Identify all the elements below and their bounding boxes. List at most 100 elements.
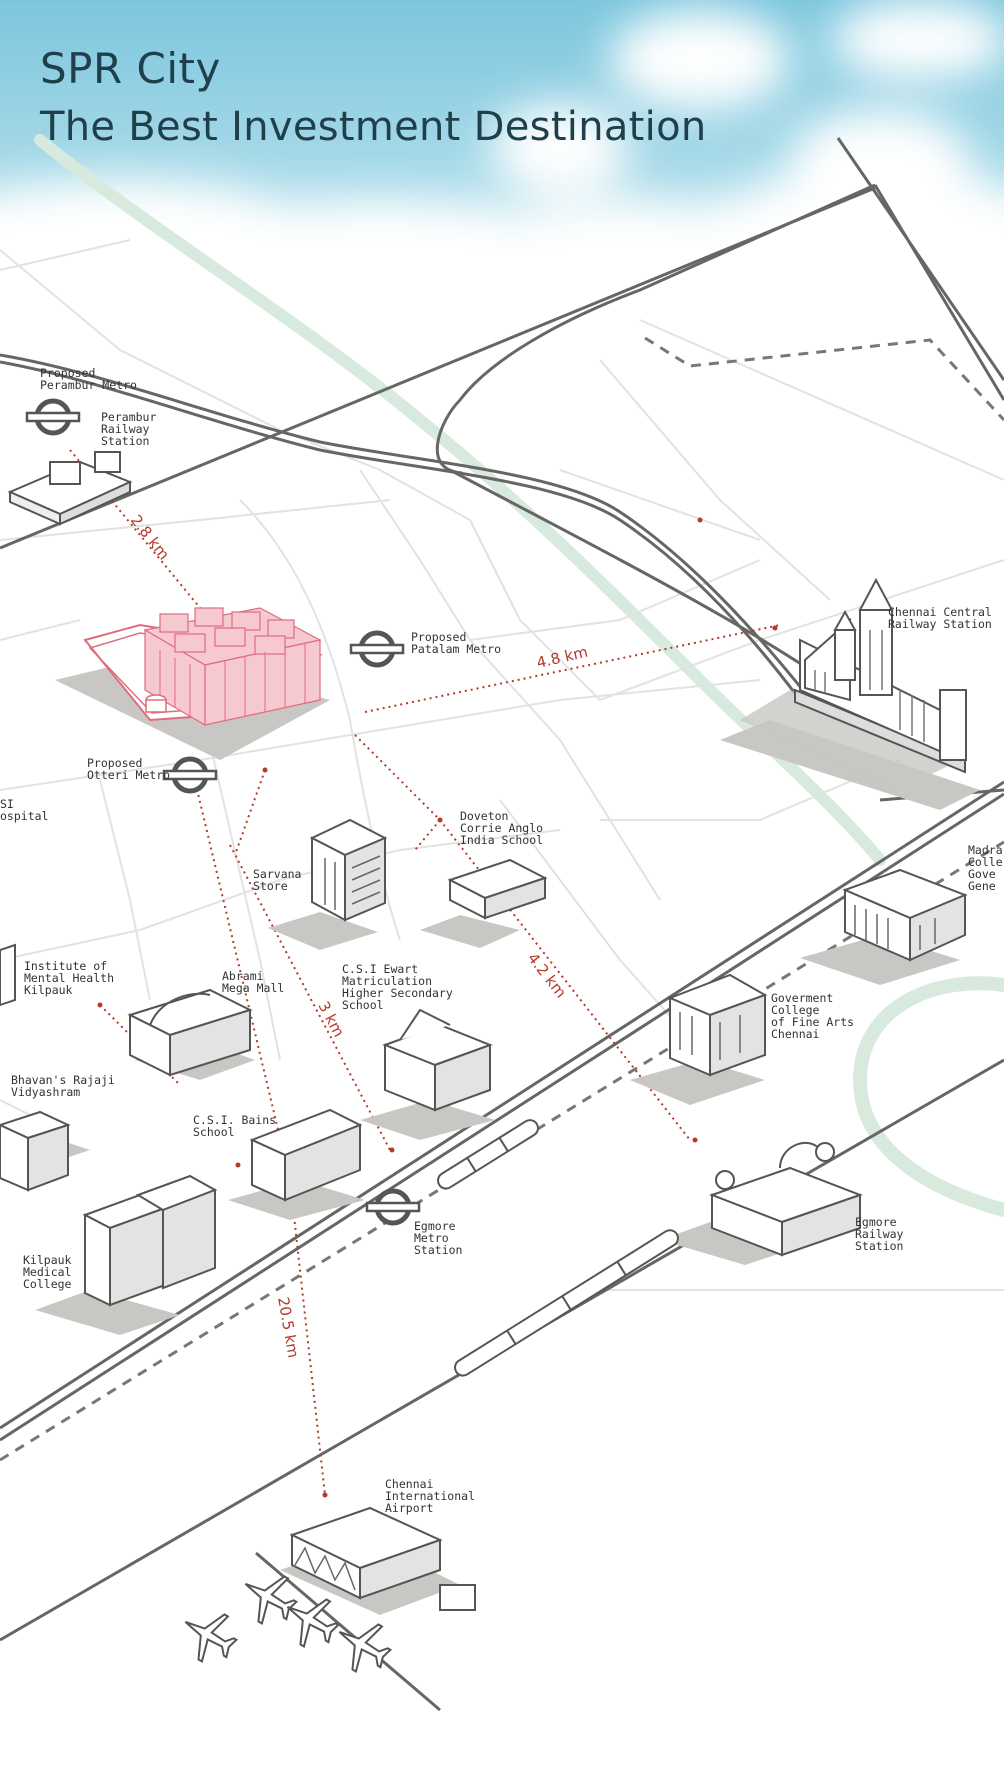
kilpauk-medical-building <box>35 1174 218 1335</box>
label-line: Medical <box>23 1265 71 1279</box>
distance-dots <box>97 517 778 1498</box>
label-line: Sarvana <box>253 867 301 881</box>
distance-label-airport: 20.5 km <box>274 1296 302 1360</box>
page-subtitle: The Best Investment Destination <box>40 104 707 150</box>
imh-building <box>0 943 16 1007</box>
label-line: Abrami <box>222 969 264 983</box>
chennai-central-building <box>720 577 980 810</box>
csi-bains-building <box>228 1108 365 1220</box>
metro-roundel-icon <box>367 1191 419 1223</box>
label-line: Perambur <box>101 410 156 424</box>
label-line: College <box>771 1003 820 1017</box>
label-line: Metro <box>414 1231 449 1245</box>
label-line: Vidyashram <box>11 1085 80 1099</box>
metro-roundel-icon <box>351 633 403 665</box>
distance-label-central: 4.8 km <box>535 643 590 672</box>
label-line: Egmore <box>414 1219 456 1233</box>
label-line: Proposed <box>40 366 95 380</box>
train-icon <box>454 1229 679 1377</box>
bhavans-building <box>0 1110 90 1192</box>
dashed-rail <box>0 336 1004 1462</box>
label-line: Railway <box>101 422 150 436</box>
label-line: Chennai Central <box>888 605 992 619</box>
label-line: School <box>342 998 384 1012</box>
doveton-school-building <box>420 858 548 948</box>
label-line: College <box>23 1277 72 1291</box>
label-line: India School <box>460 833 543 847</box>
label-line: Gove <box>968 867 996 881</box>
label-line: Station <box>414 1243 462 1257</box>
spr-city-project <box>55 607 330 760</box>
label-line: C.S.I Ewart <box>342 962 418 976</box>
label-line: Madra <box>968 843 1003 857</box>
label-line: of Fine Arts <box>771 1015 854 1029</box>
label-line: Matriculation <box>342 974 432 988</box>
label-line: Station <box>101 434 149 448</box>
airport-building <box>280 1506 476 1615</box>
label-line: Station <box>855 1239 903 1253</box>
label-line: Chennai <box>385 1477 434 1491</box>
label-line: Kilpauk <box>23 1253 72 1267</box>
sarvana-store-building <box>268 818 388 950</box>
perambur-station-building <box>7 451 133 526</box>
label-line: Airport <box>385 1501 433 1515</box>
label-line: Higher Secondary <box>342 986 453 1000</box>
madras-college-building <box>800 868 968 985</box>
label-line: Patalam Metro <box>411 642 501 656</box>
csi-ewart-building <box>360 1008 495 1140</box>
label-line: C.S.I. Bains <box>193 1113 276 1127</box>
label-line: Perambur Metro <box>40 378 137 392</box>
label-line: Colle <box>968 855 1003 869</box>
train-icon <box>437 1119 539 1190</box>
fine-arts-building <box>630 973 768 1105</box>
label-line: ospital <box>0 809 48 823</box>
label-line: Institute of <box>24 959 107 973</box>
label-line: Egmore <box>855 1215 897 1229</box>
label-line: Kilpauk <box>24 983 73 997</box>
label-line: Corrie Anglo <box>460 821 543 835</box>
page-title: SPR City <box>40 44 221 93</box>
label-line: Doveton <box>460 809 508 823</box>
label-line: Store <box>253 879 288 893</box>
label-line: Railway Station <box>888 617 992 631</box>
sky-background <box>0 0 1004 340</box>
egmore-railway-building <box>660 1141 863 1265</box>
label-line: Chennai <box>771 1027 820 1041</box>
abrami-mall-building <box>127 988 255 1080</box>
label-line: School <box>193 1125 235 1139</box>
label-line: Goverment <box>771 991 833 1005</box>
label-line: Mega Mall <box>222 981 284 995</box>
label-line: SI <box>0 797 14 811</box>
label-line: Gene <box>968 879 996 893</box>
label-line: Otteri Metro <box>87 768 170 782</box>
airplane-icon <box>325 1608 400 1683</box>
label-line: Proposed <box>411 630 466 644</box>
distance-lines <box>69 449 781 1496</box>
label-line: Proposed <box>87 756 142 770</box>
label-line: International <box>385 1489 475 1503</box>
label-line: Bhavan's Rajaji <box>11 1073 115 1087</box>
label-line: Railway <box>855 1227 904 1241</box>
distance-label-perambur: 2.8 km <box>127 511 173 563</box>
airplane-icon <box>171 1598 246 1673</box>
metro-roundel-icon <box>27 401 79 433</box>
